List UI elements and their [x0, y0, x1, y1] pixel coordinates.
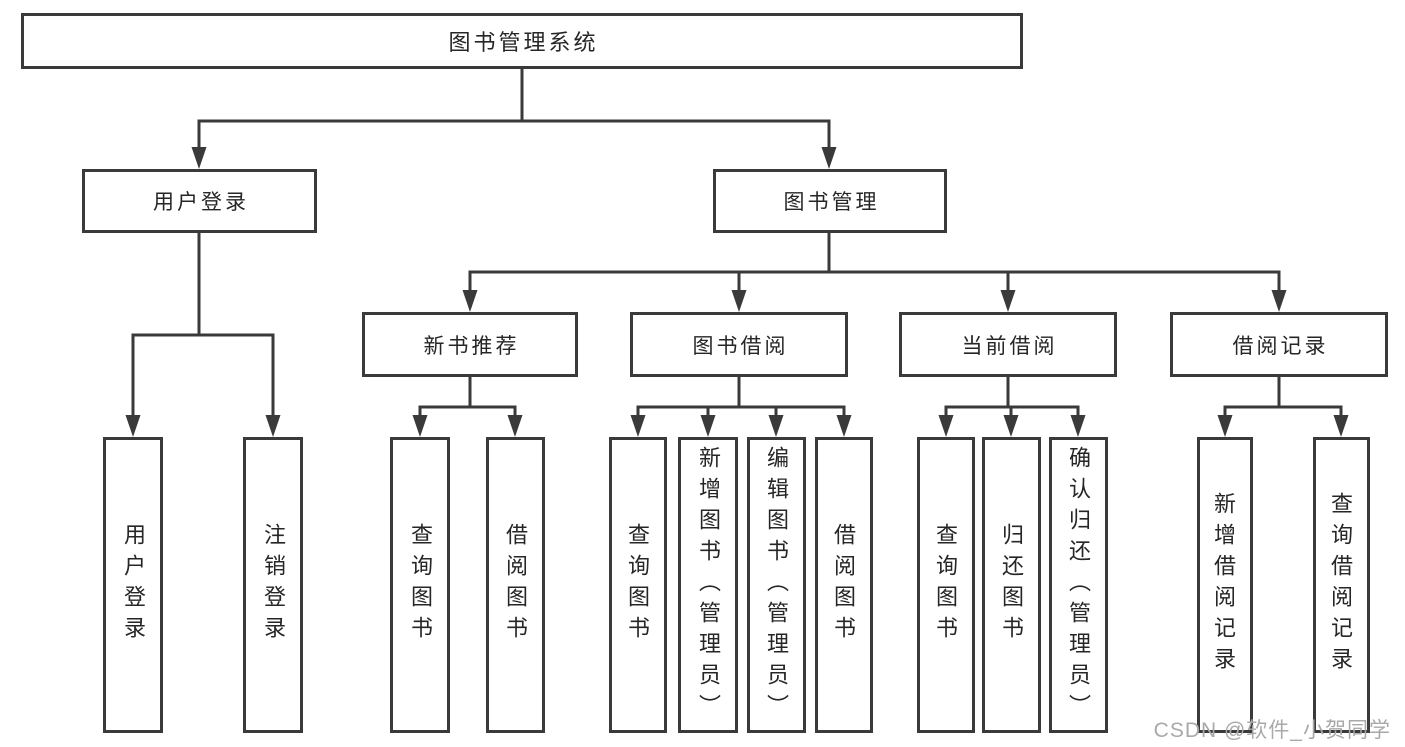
- connector-root-to-level1: [191, 69, 837, 169]
- node-new-book-recommendation: 新书推荐: [362, 312, 578, 377]
- node-book-management: 图书管理: [713, 169, 947, 233]
- node-library-management-system: 图书管理系统: [21, 13, 1023, 69]
- node-user-login-group: 用户登录: [82, 169, 317, 233]
- connector-current-borrow-to-leaves: [938, 377, 1086, 437]
- connector-user-login-to-leaves: [125, 233, 281, 437]
- leaf-borrow-books-recommend: 借阅图书: [486, 437, 545, 733]
- leaf-logout: 注销登录: [243, 437, 303, 733]
- csdn-watermark: CSDN @软件_小贺同学: [1153, 719, 1391, 742]
- leaf-query-books-recommend: 查询图书: [390, 437, 450, 733]
- leaf-add-borrow-record: 新增借阅记录: [1197, 437, 1253, 733]
- leaf-borrow-books: 借阅图书: [815, 437, 873, 733]
- leaf-user-login: 用户登录: [103, 437, 163, 733]
- node-borrowing-records: 借阅记录: [1170, 312, 1388, 377]
- connector-new-book-to-leaves: [412, 377, 523, 437]
- leaf-query-books-current: 查询图书: [917, 437, 975, 733]
- leaf-return-book: 归还图书: [982, 437, 1041, 733]
- connector-borrow-records-to-leaves: [1217, 377, 1349, 437]
- node-book-borrowing: 图书借阅: [630, 312, 848, 377]
- leaf-confirm-return-admin: 确认归还（管理员）: [1049, 437, 1108, 733]
- leaf-query-borrow-record: 查询借阅记录: [1313, 437, 1370, 733]
- leaf-query-books-borrow: 查询图书: [609, 437, 667, 733]
- node-current-borrowing: 当前借阅: [899, 312, 1117, 377]
- leaf-add-book-admin: 新增图书（管理员）: [678, 437, 738, 733]
- connector-book-borrow-to-leaves: [630, 377, 852, 437]
- leaf-edit-book-admin: 编辑图书（管理员）: [747, 437, 806, 733]
- connector-book-management-to-level2: [462, 233, 1287, 312]
